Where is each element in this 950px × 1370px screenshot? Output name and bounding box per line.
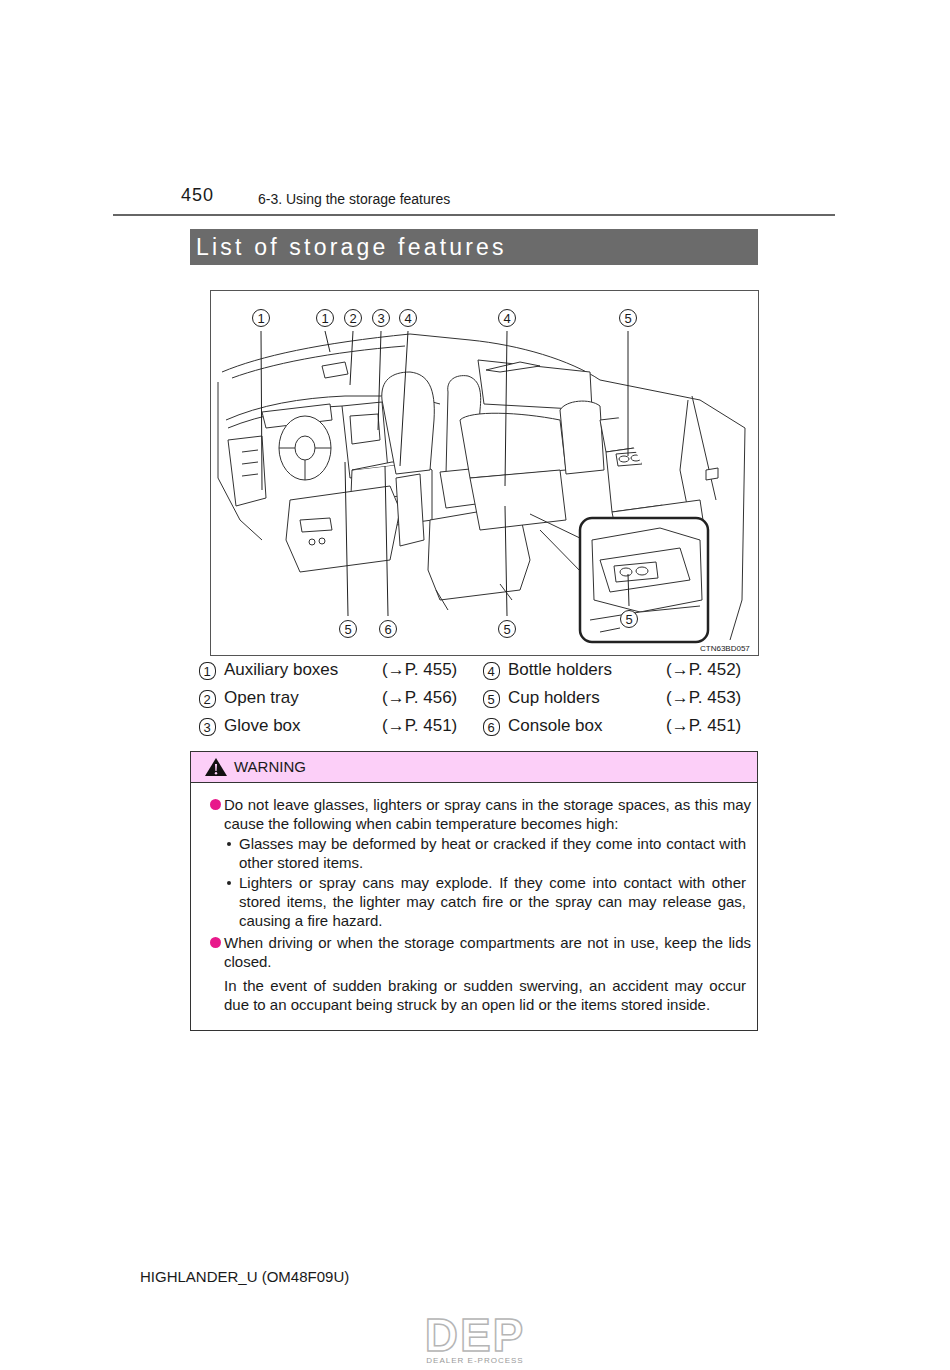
- drawing-stroke: [460, 413, 566, 478]
- drawing-stroke: [592, 528, 702, 612]
- drawing-stroke: [382, 372, 435, 474]
- drawing-stroke: [279, 448, 331, 480]
- callout-number: 4: [399, 309, 417, 327]
- drawing-stroke: [322, 362, 348, 378]
- feature-name: Console box: [508, 716, 603, 736]
- warning-text: In the event of sudden braking or sudden…: [191, 976, 757, 1014]
- drawing-stroke: [436, 584, 512, 610]
- drawing-stroke: [350, 414, 380, 444]
- warning-text: When driving or when the storage compart…: [191, 933, 757, 971]
- callout-number: 1: [252, 309, 270, 327]
- feature-name: Bottle holders: [508, 660, 612, 680]
- callout-number: 5: [620, 610, 638, 628]
- drawing-stroke: [692, 396, 716, 500]
- warning-mark: [215, 764, 217, 771]
- legend-number: 1: [199, 662, 216, 680]
- drawing-stroke: [345, 462, 348, 616]
- section-title: List of storage features: [190, 229, 758, 265]
- drawing-stroke: [636, 567, 648, 575]
- feature-name: Glove box: [224, 716, 301, 736]
- inset-pointer: [530, 514, 584, 575]
- drawing-stroke: [560, 401, 604, 474]
- warning-text: Lighters or spray cans may explode. If t…: [191, 873, 757, 930]
- figure-frame: [211, 291, 759, 656]
- warning-icon: [204, 757, 228, 777]
- drawing-stroke: [378, 331, 381, 430]
- drawing-stroke: [309, 539, 315, 545]
- drawing-stroke: [505, 331, 507, 486]
- car-interior-illustration: [218, 334, 745, 640]
- watermark: DEP: [425, 1308, 526, 1362]
- drawing-stroke: [325, 331, 330, 352]
- drawing-stroke: [228, 436, 266, 506]
- drawing-stroke: [261, 331, 262, 490]
- drawing-stroke: [286, 486, 400, 572]
- drawing-stroke: [396, 474, 424, 546]
- drawing-stroke: [242, 450, 258, 476]
- callout-number: 4: [498, 309, 516, 327]
- model-code: HIGHLANDER_U (OM48F09U): [140, 1268, 349, 1285]
- drawing-stroke: [530, 514, 584, 575]
- drawing-stroke: [300, 518, 332, 532]
- callout-number: 5: [339, 620, 357, 638]
- page-reference: (→P. 451): [666, 716, 741, 736]
- legend-number: 4: [483, 662, 500, 680]
- legend-number: 2: [199, 690, 216, 708]
- drawing-stroke: [614, 562, 658, 582]
- watermark: DEALER E-PROCESS: [426, 1356, 523, 1365]
- feature-name: Open tray: [224, 688, 299, 708]
- callout-number: 6: [379, 620, 397, 638]
- legend-number: 5: [483, 690, 500, 708]
- drawing-stroke: [706, 468, 718, 480]
- legend-number: 6: [483, 718, 500, 736]
- drawing-stroke: [295, 436, 315, 460]
- callout-number: 5: [498, 620, 516, 638]
- drawing-stroke: [505, 506, 507, 616]
- page-reference: (→P. 453): [666, 688, 741, 708]
- feature-name: Cup holders: [508, 688, 600, 708]
- callout-number: 3: [372, 309, 390, 327]
- page-number: 450: [181, 185, 214, 206]
- drawing-stroke: [350, 331, 353, 385]
- callout-number: 1: [316, 309, 334, 327]
- drawing-stroke: [400, 331, 408, 466]
- page-reference: (→P. 451): [382, 716, 457, 736]
- warning-text: Do not leave glasses, lighters or spray …: [191, 795, 757, 833]
- feature-name: Auxiliary boxes: [224, 660, 338, 680]
- warning-box: WARNING Do not leave glasses, lighters or…: [190, 751, 758, 1031]
- header-rule: [113, 214, 835, 216]
- drawing-stroke: [385, 466, 388, 616]
- drawing-stroke: [590, 606, 700, 632]
- drawing-stroke: [319, 538, 325, 544]
- legend-number: 3: [199, 718, 216, 736]
- drawing-stroke: [486, 362, 540, 372]
- callout-number: 2: [344, 309, 362, 327]
- warning-text: Glasses may be deformed by heat or crack…: [191, 834, 757, 872]
- drawing-stroke: [279, 416, 331, 480]
- page-reference: (→P. 455): [382, 660, 457, 680]
- page-reference: (→P. 456): [382, 688, 457, 708]
- drawing-stroke: [628, 574, 629, 606]
- warning-mark: [215, 772, 217, 774]
- drawing-stroke: [628, 331, 629, 456]
- drawing-stroke: [600, 548, 690, 592]
- page-reference: (→P. 452): [666, 660, 741, 680]
- drawing-stroke: [470, 470, 566, 530]
- figure-code: CTN63BD057: [700, 644, 750, 653]
- drawing-stroke: [619, 456, 629, 462]
- inset-illustration: [590, 528, 702, 632]
- leader-lines: [261, 331, 629, 616]
- drawing-stroke: [620, 568, 632, 576]
- warning-heading: WARNING: [191, 752, 757, 783]
- section-heading: 6-3. Using the storage features: [258, 191, 450, 207]
- callout-number: 5: [619, 309, 637, 327]
- drawing-stroke: [232, 346, 405, 378]
- detail-inset: [580, 518, 708, 642]
